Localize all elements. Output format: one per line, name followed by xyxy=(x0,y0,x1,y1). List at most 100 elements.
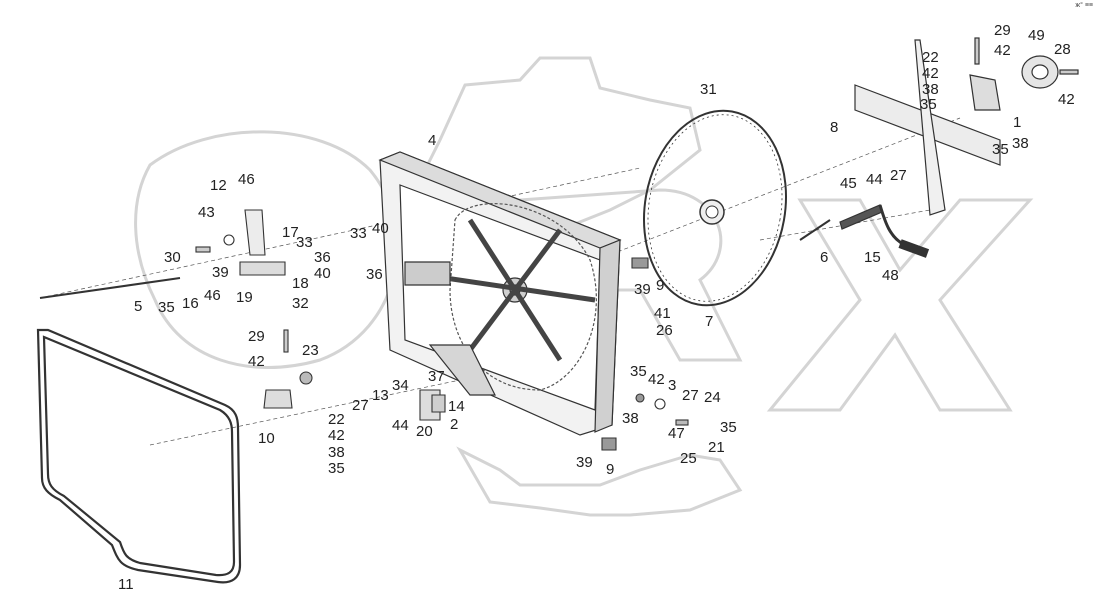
label-14: 14 xyxy=(448,398,465,415)
plate-part-12 xyxy=(244,209,266,256)
label-38-right2: 38 xyxy=(1012,135,1029,152)
label-33-left: 33 xyxy=(296,234,313,251)
flange-part-49-hole xyxy=(1031,64,1049,80)
label-25: 25 xyxy=(680,450,697,467)
label-40-left: 40 xyxy=(314,265,331,282)
label-22-right: 22 xyxy=(922,49,939,66)
label-43: 43 xyxy=(198,204,215,221)
frame-foot-bracket xyxy=(428,344,496,396)
label-46-top: 46 xyxy=(238,171,255,188)
label-33-mid: 33 xyxy=(350,225,367,242)
frame-bracket-left xyxy=(404,261,451,286)
bolt-part-42 xyxy=(1059,69,1079,75)
label-38-mid: 38 xyxy=(622,410,639,427)
label-35-lower-right: 35 xyxy=(720,419,737,436)
label-37: 37 xyxy=(428,368,445,385)
label-11: 11 xyxy=(118,576,134,593)
label-6: 6 xyxy=(820,249,828,266)
label-48: 48 xyxy=(882,267,899,284)
washer-part-42 xyxy=(654,398,666,410)
clip-part-9-upper xyxy=(631,257,649,269)
label-28: 28 xyxy=(1054,41,1071,58)
guide-line-1 xyxy=(39,167,641,299)
label-27-mid: 27 xyxy=(682,387,699,404)
seal-inner xyxy=(42,335,236,577)
label-42-right: 42 xyxy=(922,65,939,82)
label-35-mid: 35 xyxy=(630,363,647,380)
bolt-part-29 xyxy=(974,37,980,65)
label-24: 24 xyxy=(704,389,721,406)
label-42-mid: 42 xyxy=(648,371,665,388)
lower-small-parts xyxy=(419,257,689,451)
pin-part-25 xyxy=(675,419,689,426)
label-42-left: 42 xyxy=(248,353,265,370)
label-23: 23 xyxy=(302,342,319,359)
screen-center-hole xyxy=(705,205,719,219)
screen-disc-part-7 xyxy=(642,109,788,307)
label-21: 21 xyxy=(708,439,725,456)
label-39-lower: 39 xyxy=(576,454,593,471)
seal-outer xyxy=(36,328,242,584)
callout-labels: 1 2 3 4 5 6 7 8 9 9 10 11 12 13 14 15 16… xyxy=(118,22,1075,593)
label-45: 45 xyxy=(840,175,857,192)
watermark-letter-x xyxy=(766,198,1034,412)
label-18: 18 xyxy=(292,275,309,292)
label-27-lower: 27 xyxy=(352,397,369,414)
clip-part-9-lower xyxy=(601,437,617,451)
seal-part-11 xyxy=(36,328,242,584)
fan-spokes xyxy=(424,218,596,362)
label-4: 4 xyxy=(428,132,436,149)
watermark-letter-r xyxy=(498,188,743,362)
label-39-mid: 39 xyxy=(634,281,651,298)
label-36-mid: 36 xyxy=(366,266,383,283)
label-17: 17 xyxy=(282,224,299,241)
bracket-part-14 xyxy=(431,394,446,413)
bearing-part-10 xyxy=(263,389,293,409)
label-29-top: 29 xyxy=(994,22,1011,39)
screen-rim-inner xyxy=(647,114,783,302)
watermark-gear-bottom xyxy=(456,446,743,517)
label-15: 15 xyxy=(864,249,881,266)
rod-part-6 xyxy=(799,219,831,241)
label-3: 3 xyxy=(668,377,676,394)
label-35-right: 35 xyxy=(920,96,937,113)
label-41: 41 xyxy=(654,305,671,322)
bolt-part-29b xyxy=(283,329,289,353)
label-38-right: 38 xyxy=(922,81,939,98)
label-44-right: 44 xyxy=(866,171,883,188)
label-26: 26 xyxy=(656,322,673,339)
label-2: 2 xyxy=(450,416,458,433)
label-22-lower: 22 xyxy=(328,411,345,428)
label-29-left: 29 xyxy=(248,328,265,345)
label-36-left: 36 xyxy=(314,249,331,266)
label-16: 16 xyxy=(182,295,199,312)
label-32: 32 xyxy=(292,295,309,312)
washer-part-38 xyxy=(635,393,645,403)
label-13: 13 xyxy=(372,387,389,404)
label-8: 8 xyxy=(830,119,838,136)
watermark-letter-o xyxy=(134,130,399,369)
label-27-right: 27 xyxy=(890,167,907,184)
label-42-top: 42 xyxy=(994,42,1011,59)
label-35-left: 35 xyxy=(158,299,175,316)
nut-part-23 xyxy=(299,371,313,385)
label-44-lower: 44 xyxy=(392,417,409,434)
label-20: 20 xyxy=(416,423,433,440)
rod-part-5 xyxy=(39,277,181,299)
upper-bracket-assembly xyxy=(854,37,1079,216)
corner-mark: ж° ≡≡ xyxy=(1075,2,1093,9)
label-5: 5 xyxy=(134,298,142,315)
label-38-lower: 38 xyxy=(328,444,345,461)
label-42-farright: 42 xyxy=(1058,91,1075,108)
label-1: 1 xyxy=(1013,114,1021,131)
label-31: 31 xyxy=(700,81,717,98)
label-12: 12 xyxy=(210,177,227,194)
plate-part-19 xyxy=(239,261,286,276)
label-46-left: 46 xyxy=(204,287,221,304)
label-49: 49 xyxy=(1028,27,1045,44)
label-19: 19 xyxy=(236,289,253,306)
bearing-housing-part-1 xyxy=(969,74,1001,111)
lever-assembly xyxy=(799,204,930,258)
label-35-lower: 35 xyxy=(328,460,345,477)
main-frame-part-4 xyxy=(378,151,622,436)
